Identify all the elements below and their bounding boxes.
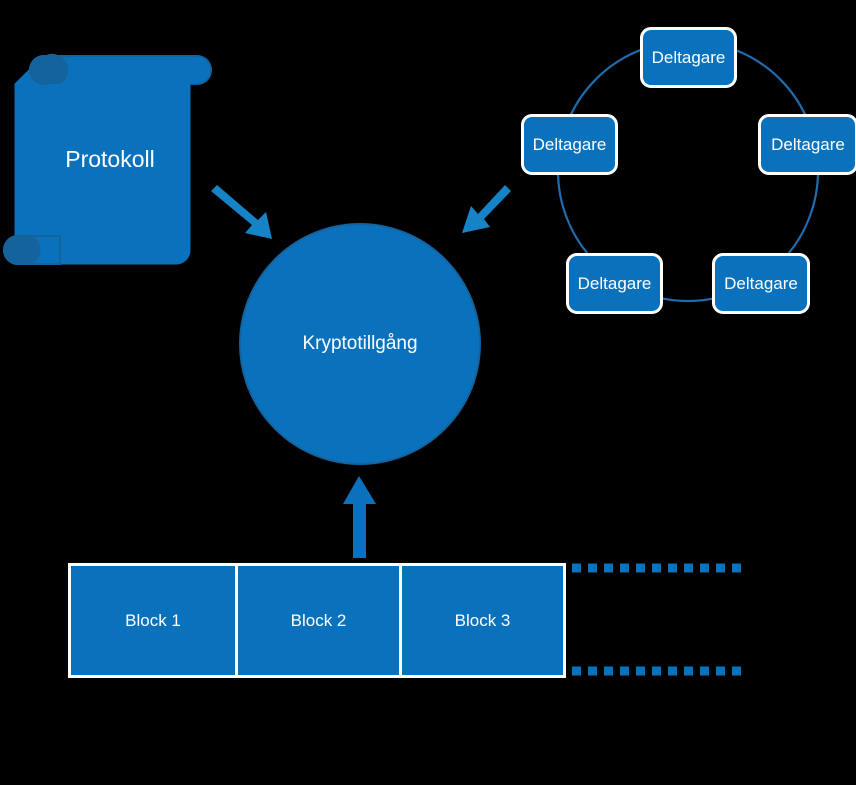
participant-node-right[interactable]: Deltagare — [758, 114, 856, 175]
scroll-bottom-curl-outline — [3, 235, 33, 265]
participant-node-label: Deltagare — [771, 134, 845, 154]
kryptotillgang-circle[interactable] — [239, 223, 481, 465]
participant-node-label: Deltagare — [577, 273, 652, 293]
block-cell[interactable]: Block 2 — [235, 566, 399, 675]
scroll-body — [14, 69, 191, 265]
block-label: Block 3 — [454, 610, 511, 630]
block-cell[interactable]: Block 1 — [71, 566, 235, 675]
block-label: Block 2 — [290, 610, 347, 630]
scroll-top-curl-outline — [29, 55, 59, 85]
participant-node-label: Deltagare — [532, 134, 607, 154]
scroll-bottom-curl — [4, 234, 41, 264]
arrow-blockchain-to-asset — [343, 476, 376, 558]
arrow-protokoll-to-asset — [211, 185, 272, 239]
scroll-top-curl — [30, 53, 69, 84]
participant-node-label: Deltagare — [724, 273, 798, 293]
participant-node-bottom-right[interactable]: Deltagare — [712, 253, 810, 314]
blockchain-block-row: Block 1 Block 2 Block 3 — [68, 563, 566, 678]
protokoll-scroll-shape[interactable] — [3, 53, 212, 265]
arrow-participants-to-asset — [462, 185, 511, 233]
block-cell[interactable]: Block 3 — [399, 566, 563, 675]
participant-node-left[interactable]: Deltagare — [521, 114, 618, 175]
participant-node-label: Deltagare — [651, 47, 726, 67]
participant-node-top[interactable]: Deltagare — [640, 27, 737, 88]
participant-node-bottom-left[interactable]: Deltagare — [566, 253, 663, 314]
block-label: Block 1 — [125, 610, 181, 630]
